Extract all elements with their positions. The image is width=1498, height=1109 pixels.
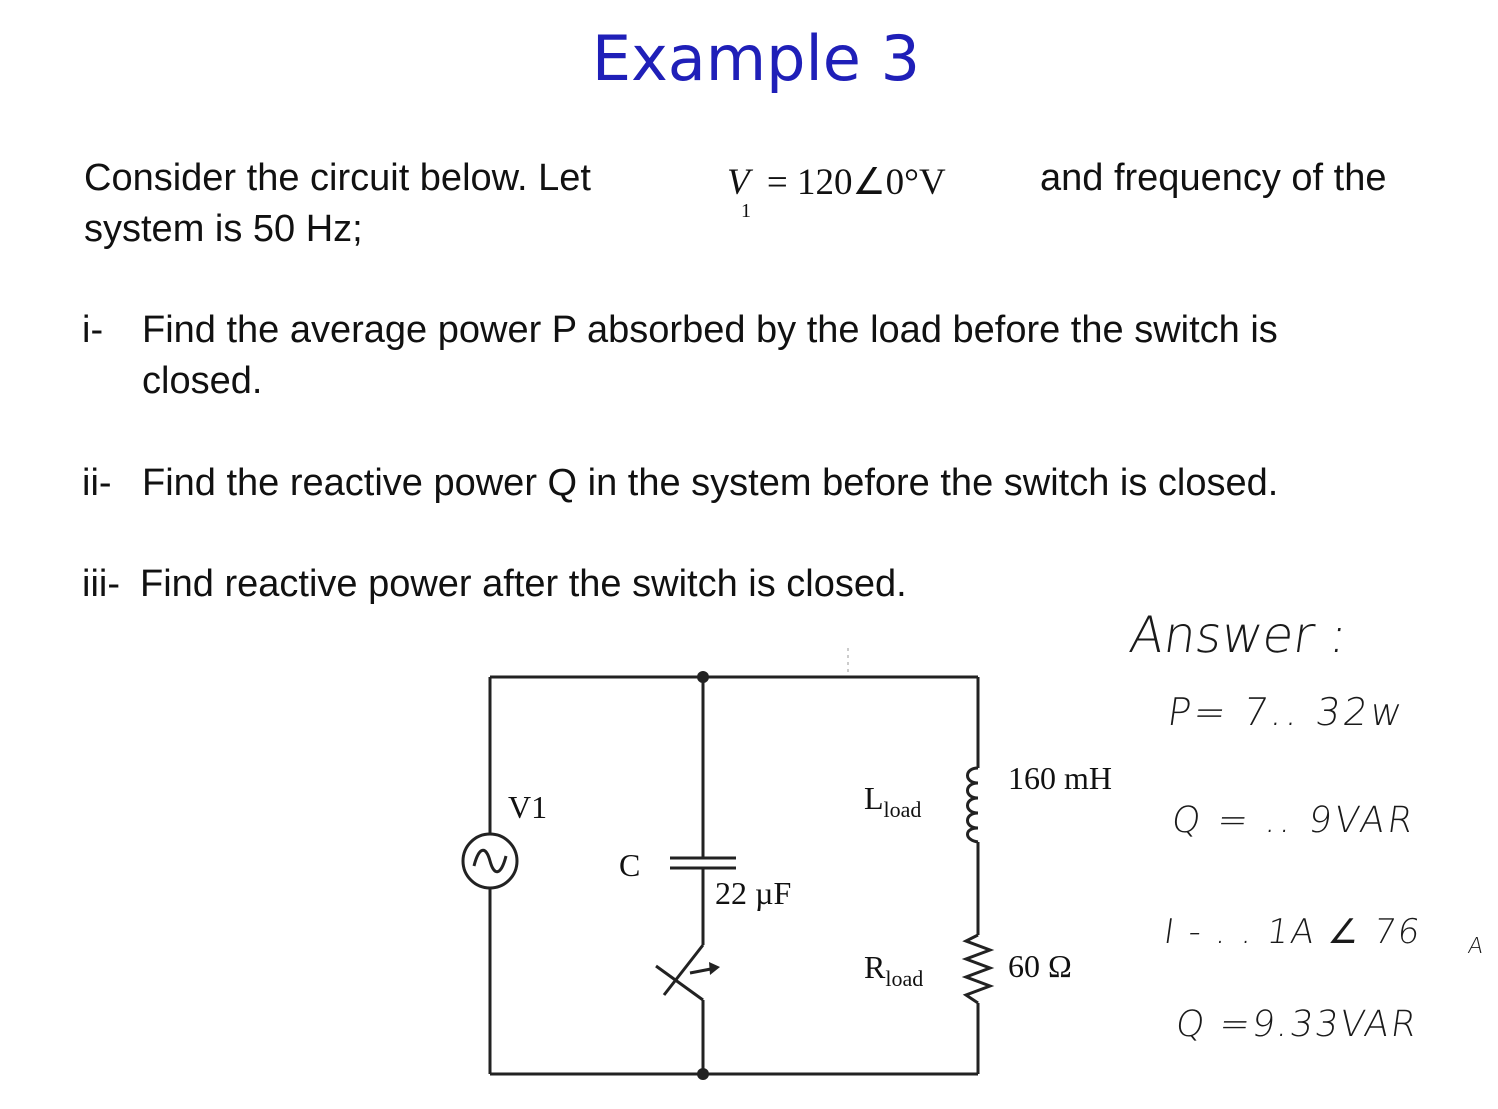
page-title: Example 3 (591, 22, 921, 95)
capacitor-value: 22 µF (715, 875, 792, 911)
resistor-label: Rload (864, 949, 923, 991)
junction-bottom (697, 1068, 709, 1080)
intro-text-start: Consider the circuit below. Let (84, 157, 591, 199)
question-3-marker: iii- (82, 563, 120, 605)
inductor-label-letter: L (864, 780, 884, 816)
voltage-formula: V = 120∠0°V (727, 160, 946, 204)
resistor-value: 60 Ω (1008, 948, 1072, 984)
switch-blade (655, 964, 704, 1002)
junction-top (697, 671, 709, 683)
question-1-line1: Find the average power P absorbed by the… (142, 309, 1278, 351)
sine-wave-icon (472, 848, 508, 874)
answer-current: I - . . 1A ∠ 76 (1161, 912, 1425, 952)
question-2-marker: ii- (82, 462, 112, 504)
answer-p: P= 7.. 32w (1164, 690, 1408, 734)
switch-contact (662, 944, 705, 996)
inductor-value: 160 mH (1008, 760, 1112, 796)
inductor-coil-icon (966, 766, 979, 844)
switch-arrowhead-icon (709, 962, 720, 975)
source-label: V1 (508, 789, 548, 825)
inductor-label-subscript: load (883, 797, 922, 822)
voltage-expression: = 120∠0°V (766, 162, 946, 203)
resistor-zigzag-icon (961, 933, 995, 1005)
resistor-label-subscript: load (885, 966, 924, 991)
question-1-marker: i- (82, 309, 104, 351)
answer-q: Q = .. 9VAR (1169, 800, 1419, 841)
capacitor-label: C (619, 847, 641, 883)
answer-heading: Answer : (1125, 606, 1351, 664)
answer-q-after: Q =9.33VAR (1173, 1004, 1421, 1045)
inductor-label: Lload (864, 780, 921, 822)
voltage-symbol: V (727, 162, 750, 203)
question-1-line2: closed. (142, 360, 263, 402)
intro-text-line2: system is 50 Hz; (84, 208, 363, 250)
voltage-subscript: 1 (741, 200, 751, 222)
question-2-text: Find the reactive power Q in the system … (142, 462, 1279, 504)
question-3-text: Find reactive power after the switch is … (140, 563, 907, 605)
resistor-label-letter: R (864, 949, 886, 985)
intro-text-end: and frequency of the (1040, 157, 1387, 199)
